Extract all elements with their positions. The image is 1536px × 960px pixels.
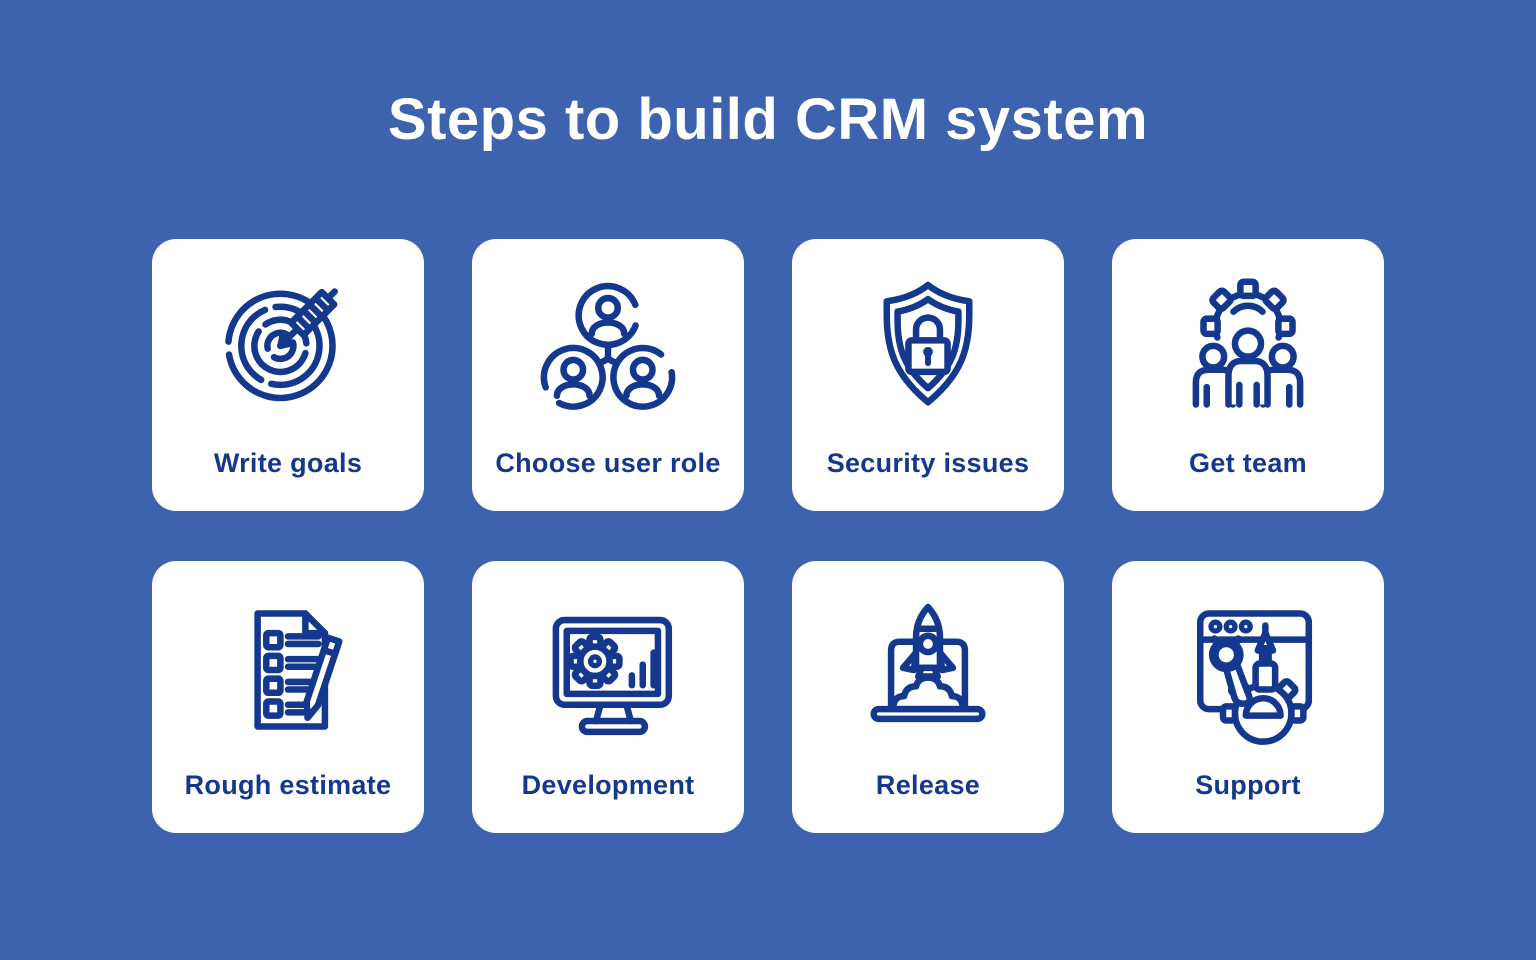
icon-wrap: [212, 239, 364, 448]
card-label: Choose user role: [495, 448, 721, 478]
card-label: Release: [875, 770, 981, 800]
card-release: Release: [792, 561, 1064, 833]
target-arrow-icon: [225, 287, 338, 401]
user-hierarchy-icon: [540, 282, 676, 410]
card-rough-estimate: Rough estimate: [152, 561, 424, 833]
icon-wrap: [852, 561, 1004, 770]
support-tools-icon: [1196, 609, 1313, 745]
card-choose-user-role: Choose user role: [472, 239, 744, 511]
icon-wrap: [852, 239, 1004, 448]
steps-grid: Write goals Choose user role: [152, 239, 1384, 833]
icon-wrap: [212, 561, 364, 770]
shield-lock-icon: [883, 281, 973, 406]
icon-wrap: [532, 239, 684, 448]
card-label: Development: [521, 770, 695, 800]
card-label: Write goals: [213, 448, 363, 478]
page-title: Steps to build CRM system: [387, 87, 1149, 152]
checklist-pencil-icon: [254, 609, 343, 730]
card-security-issues: Security issues: [792, 239, 1064, 511]
card-label: Support: [1195, 770, 1301, 800]
card-support: Support: [1112, 561, 1384, 833]
card-write-goals: Write goals: [152, 239, 424, 511]
card-development: Development: [472, 561, 744, 833]
icon-wrap: [532, 561, 684, 770]
card-label: Security issues: [826, 448, 1030, 478]
monitor-gear-icon: [552, 616, 673, 735]
card-label: Get team: [1189, 448, 1307, 478]
team-gear-icon: [1192, 278, 1304, 408]
rocket-launch-icon: [870, 603, 986, 722]
card-label: Rough estimate: [184, 770, 392, 800]
icon-wrap: [1172, 561, 1324, 770]
icon-wrap: [1172, 239, 1324, 448]
card-get-team: Get team: [1112, 239, 1384, 511]
